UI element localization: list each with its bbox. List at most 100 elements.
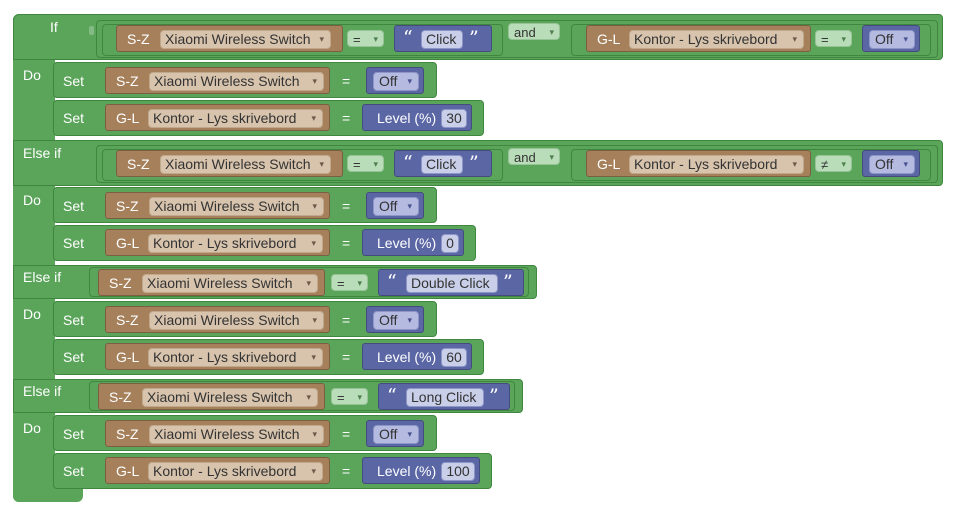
device-block-switch[interactable]: S-Z Xiaomi Wireless Switch▾ (116, 25, 343, 52)
device-block-switch[interactable]: S-Z Xiaomi Wireless Switch▾ (105, 306, 330, 333)
device-dropdown[interactable]: Xiaomi Wireless Switch▾ (149, 197, 324, 216)
quote-close-icon: ” (469, 152, 479, 174)
chevron-down-icon: ▾ (306, 278, 311, 288)
level-block[interactable]: Level (%) 60 (362, 343, 472, 370)
if-keyword: If (50, 19, 58, 35)
chevron-down-icon: ▾ (903, 34, 908, 44)
device-block-switch[interactable]: S-Z Xiaomi Wireless Switch▾ (105, 67, 330, 94)
value-dropdown[interactable]: Off▾ (373, 197, 419, 216)
operator-dropdown[interactable]: ≠▾ (815, 155, 852, 172)
device-block-light[interactable]: G-L Kontor - Lys skrivebord▾ (105, 343, 330, 370)
device-dropdown[interactable]: Kontor - Lys skrivebord▾ (148, 109, 323, 128)
device-dropdown[interactable]: Xiaomi Wireless Switch▾ (142, 274, 318, 293)
text-value-field[interactable]: Long Click (406, 388, 484, 407)
do-keyword: Do (23, 306, 41, 322)
device-block-switch[interactable]: S-Z Xiaomi Wireless Switch▾ (116, 150, 343, 177)
chevron-down-icon: ▾ (357, 392, 362, 402)
operator-dropdown[interactable]: =▾ (347, 30, 384, 47)
device-dropdown[interactable]: Kontor - Lys skrivebord▾ (148, 462, 323, 481)
chevron-down-icon: ▾ (407, 201, 412, 211)
set-keyword: Set (63, 463, 85, 479)
chevron-down-icon: ▾ (312, 201, 317, 211)
value-dropdown[interactable]: Off▾ (869, 30, 915, 49)
text-value-field[interactable]: Click (421, 155, 463, 174)
assign-operator: = (342, 198, 351, 214)
device-block-light[interactable]: G-L Kontor - Lys skrivebord▾ (586, 25, 811, 52)
assign-operator: = (342, 349, 351, 365)
device-block-light[interactable]: G-L Kontor - Lys skrivebord▾ (586, 150, 811, 177)
operator-dropdown[interactable]: =▾ (815, 30, 852, 47)
device-type-label: S-Z (127, 31, 150, 47)
device-block-switch[interactable]: S-Z Xiaomi Wireless Switch▾ (105, 420, 330, 447)
level-number-field[interactable]: 0 (441, 234, 459, 253)
device-type-label: S-Z (109, 389, 132, 405)
value-block-off[interactable]: Off▾ (366, 420, 424, 447)
device-block-light[interactable]: G-L Kontor - Lys skrivebord▾ (105, 104, 330, 131)
chevron-down-icon: ▾ (373, 159, 378, 169)
device-block-light[interactable]: G-L Kontor - Lys skrivebord▾ (105, 229, 330, 256)
chevron-down-icon: ▾ (903, 159, 908, 169)
device-type-label: G-L (116, 235, 140, 251)
quote-open-icon: “ (403, 152, 413, 174)
chevron-down-icon: ▾ (311, 352, 316, 362)
chevron-down-icon: ▾ (311, 466, 316, 476)
logic-operator-dropdown[interactable]: and▾ (508, 148, 560, 165)
device-block-switch[interactable]: S-Z Xiaomi Wireless Switch▾ (98, 269, 325, 296)
level-number-field[interactable]: 60 (441, 348, 467, 367)
device-type-label: S-Z (116, 73, 139, 89)
value-block-off[interactable]: Off▾ (366, 192, 424, 219)
device-type-label: S-Z (116, 198, 139, 214)
chevron-down-icon: ▾ (792, 34, 797, 44)
text-block-click[interactable]: “ Click ” (394, 150, 492, 177)
value-dropdown[interactable]: Off▾ (373, 311, 419, 330)
device-block-light[interactable]: G-L Kontor - Lys skrivebord▾ (105, 457, 330, 484)
device-type-label: G-L (116, 463, 140, 479)
device-block-switch[interactable]: S-Z Xiaomi Wireless Switch▾ (105, 192, 330, 219)
value-block-off[interactable]: Off▾ (862, 150, 920, 177)
text-block-click[interactable]: “ Click ” (394, 25, 492, 52)
device-dropdown[interactable]: Xiaomi Wireless Switch▾ (160, 155, 331, 174)
level-block[interactable]: Level (%) 100 (362, 457, 480, 484)
if-block-bottom-cap (13, 488, 83, 502)
device-dropdown[interactable]: Kontor - Lys skrivebord▾ (629, 155, 804, 174)
device-dropdown[interactable]: Xiaomi Wireless Switch▾ (142, 388, 318, 407)
value-dropdown[interactable]: Off▾ (373, 72, 419, 91)
text-value-field[interactable]: Double Click (406, 274, 498, 293)
chevron-down-icon: ▾ (549, 152, 554, 162)
set-keyword: Set (63, 426, 85, 442)
device-dropdown[interactable]: Xiaomi Wireless Switch▾ (149, 425, 324, 444)
device-dropdown[interactable]: Xiaomi Wireless Switch▾ (160, 30, 331, 49)
operator-dropdown[interactable]: =▾ (347, 155, 384, 172)
if-block-spine (13, 14, 55, 502)
device-block-switch[interactable]: S-Z Xiaomi Wireless Switch▾ (98, 383, 325, 410)
logic-operator-dropdown[interactable]: and▾ (508, 23, 560, 40)
assign-operator: = (342, 463, 351, 479)
device-dropdown[interactable]: Kontor - Lys skrivebord▾ (629, 30, 804, 49)
level-block[interactable]: Level (%) 0 (362, 229, 464, 256)
set-keyword: Set (63, 349, 85, 365)
value-block-off[interactable]: Off▾ (366, 306, 424, 333)
input-notch (89, 26, 94, 35)
value-dropdown[interactable]: Off▾ (373, 425, 419, 444)
text-block-long-click[interactable]: “ Long Click ” (378, 383, 510, 410)
text-value-field[interactable]: Click (421, 30, 463, 49)
value-block-off[interactable]: Off▾ (366, 67, 424, 94)
assign-operator: = (342, 73, 351, 89)
value-dropdown[interactable]: Off▾ (869, 155, 915, 174)
device-dropdown[interactable]: Kontor - Lys skrivebord▾ (148, 234, 323, 253)
level-number-field[interactable]: 30 (441, 109, 467, 128)
device-dropdown[interactable]: Xiaomi Wireless Switch▾ (149, 72, 324, 91)
else-if-keyword: Else if (23, 383, 62, 399)
device-dropdown[interactable]: Xiaomi Wireless Switch▾ (149, 311, 324, 330)
value-block-off[interactable]: Off▾ (862, 25, 920, 52)
text-block-double-click[interactable]: “ Double Click ” (378, 269, 524, 296)
chevron-down-icon: ▾ (312, 76, 317, 86)
chevron-down-icon: ▾ (407, 76, 412, 86)
set-keyword: Set (63, 312, 85, 328)
operator-dropdown[interactable]: =▾ (331, 274, 368, 291)
level-block[interactable]: Level (%) 30 (362, 104, 472, 131)
chevron-down-icon: ▾ (319, 34, 324, 44)
level-number-field[interactable]: 100 (441, 462, 475, 481)
operator-dropdown[interactable]: =▾ (331, 388, 368, 405)
device-dropdown[interactable]: Kontor - Lys skrivebord▾ (148, 348, 323, 367)
